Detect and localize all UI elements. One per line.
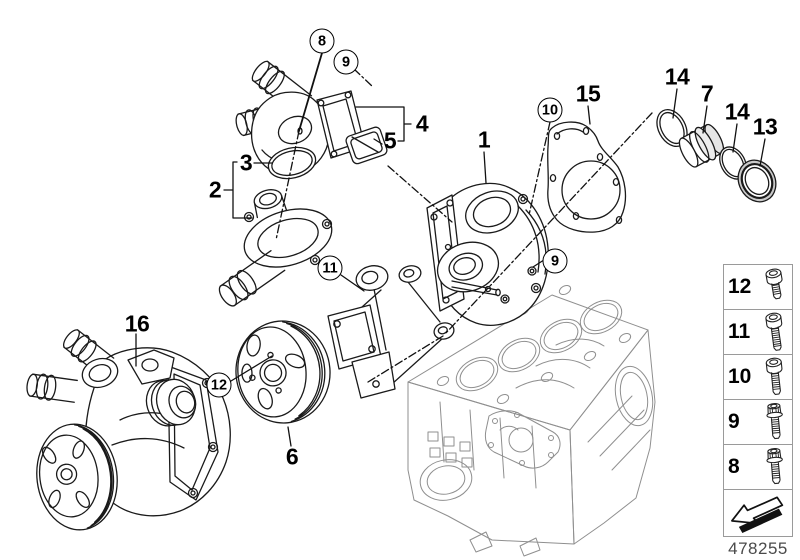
- pump-gasket: [547, 121, 627, 233]
- callout-14-left[interactable]: 14: [664, 63, 690, 90]
- callout-9-top[interactable]: 9: [333, 49, 359, 75]
- legend-item-label: 10: [728, 365, 752, 388]
- legend-item-label: 9: [728, 410, 740, 433]
- support-bracket: [327, 265, 501, 399]
- thermostat: [218, 189, 333, 307]
- drawing-number: 478255: [728, 539, 788, 558]
- legend-item-11[interactable]: 11: [724, 309, 792, 354]
- coolant-pump-assembly: [26, 329, 231, 531]
- legend-item-10[interactable]: 10: [724, 354, 792, 399]
- coolant-pump-housing: [426, 182, 549, 326]
- legend-item-label: 12: [728, 275, 752, 298]
- callout-10[interactable]: 10: [537, 97, 563, 123]
- connector-parts: [656, 109, 777, 203]
- legend-item-9[interactable]: 9: [724, 399, 792, 444]
- legend-item-label: 8: [728, 455, 740, 478]
- sealing-ring: [737, 159, 777, 203]
- pump-snout: [145, 378, 197, 427]
- hose-port: [251, 60, 313, 116]
- callout-13[interactable]: 13: [752, 113, 778, 140]
- callout-1[interactable]: 1: [477, 126, 491, 153]
- socket-head-bolt-icon: [765, 312, 783, 351]
- legend-item-12[interactable]: 12: [724, 265, 792, 309]
- socket-head-bolt-icon: [765, 357, 783, 396]
- pulley: [235, 320, 331, 424]
- torx-bolt-icon: [766, 403, 783, 440]
- callout-12[interactable]: 12: [206, 372, 232, 398]
- callout-16[interactable]: 16: [124, 310, 150, 337]
- callout-8[interactable]: 8: [309, 28, 335, 54]
- leader-lines: [135, 52, 766, 447]
- torx-bolt-icon: [766, 448, 783, 485]
- legend-nav-cell[interactable]: [724, 489, 792, 536]
- callout-2[interactable]: 2: [208, 176, 222, 203]
- callout-4[interactable]: 4: [415, 110, 429, 137]
- fastener-legend: 12 11 10: [723, 264, 793, 537]
- connecting-pipe: [678, 123, 725, 168]
- callout-5[interactable]: 5: [383, 127, 397, 154]
- callout-6[interactable]: 6: [285, 443, 299, 470]
- callout-9-bottom[interactable]: 9: [542, 248, 568, 274]
- socket-head-bolt-icon: [765, 268, 783, 300]
- direction-arrow-icon: [731, 496, 784, 533]
- callout-3[interactable]: 3: [239, 149, 253, 176]
- thermostat-housing-assembly: [218, 60, 388, 307]
- callout-11[interactable]: 11: [317, 255, 343, 281]
- pump-pulley: [36, 423, 118, 531]
- engine-block: [407, 284, 656, 557]
- hose-port: [26, 373, 78, 403]
- legend-item-8[interactable]: 8: [724, 444, 792, 489]
- callout-7[interactable]: 7: [700, 80, 714, 107]
- callout-14-right[interactable]: 14: [724, 98, 750, 125]
- callout-15[interactable]: 15: [575, 80, 601, 107]
- legend-item-label: 11: [728, 320, 751, 343]
